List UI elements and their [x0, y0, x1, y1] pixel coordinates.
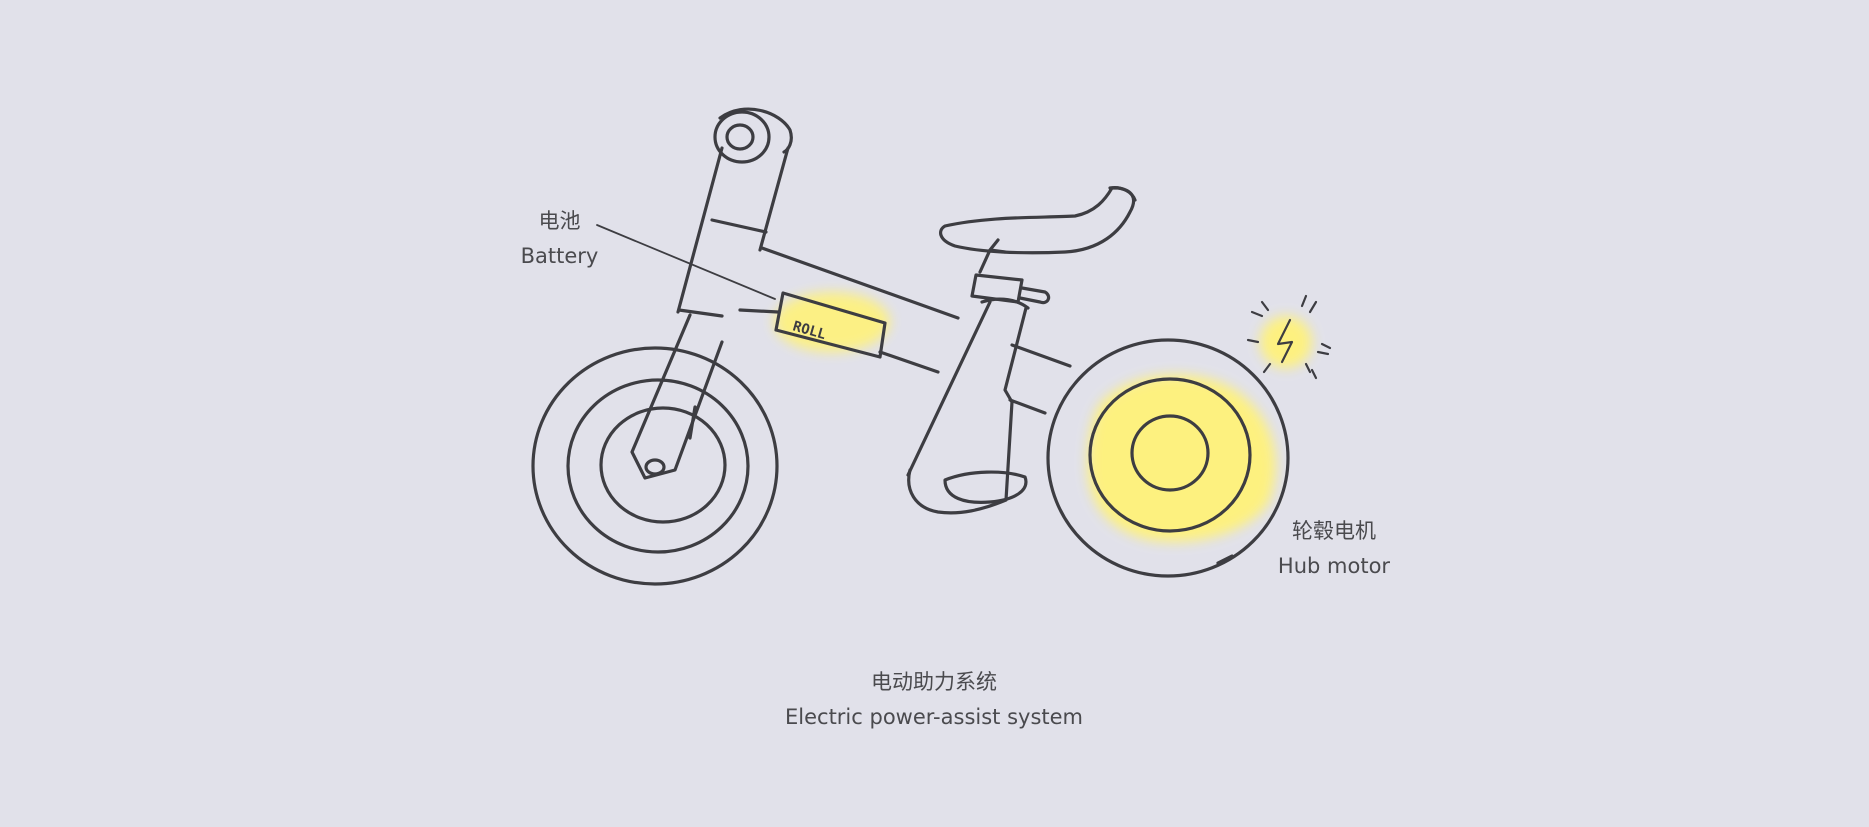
- front-wheel-tire: [531, 346, 779, 586]
- system-caption: 电动助力系统 Electric power-assist system: [684, 665, 1184, 735]
- battery-label-en: Battery: [520, 244, 599, 268]
- down-tube: [738, 308, 780, 314]
- battery-label: 电池 Battery: [502, 204, 617, 274]
- system-caption-en: Electric power-assist system: [785, 705, 1083, 729]
- rear-wheel-tire: [1046, 338, 1290, 578]
- hub-motor-label-en: Hub motor: [1277, 554, 1391, 578]
- front-wheel-hub: [599, 406, 727, 524]
- head-tube: [676, 146, 724, 314]
- battery-label-zh: 电池: [538, 209, 581, 233]
- seat-tube: [906, 300, 992, 477]
- seat-clamp: [970, 273, 1024, 304]
- system-caption-zh: 电动助力系统: [871, 670, 997, 694]
- hub-motor-label-zh: 轮毂电机: [1292, 519, 1376, 543]
- front-wheel-rim: [566, 378, 750, 554]
- top-tube: [760, 246, 960, 320]
- battery-box: [774, 291, 887, 359]
- footrest: [907, 400, 1014, 515]
- saddle: [939, 186, 1136, 255]
- front-axle: [644, 458, 666, 476]
- lightning-icon: [1246, 294, 1332, 380]
- handlebar-clamp: [713, 110, 771, 164]
- battery-leader: [596, 224, 776, 300]
- hub-motor-label: 轮毂电机 Hub motor: [1254, 514, 1414, 584]
- motor-glow: [1087, 374, 1276, 542]
- bike-lines: [531, 107, 1290, 586]
- rear-wheel-motor-inner: [1130, 414, 1210, 492]
- rear-wheel-motor-outer: [1088, 377, 1252, 533]
